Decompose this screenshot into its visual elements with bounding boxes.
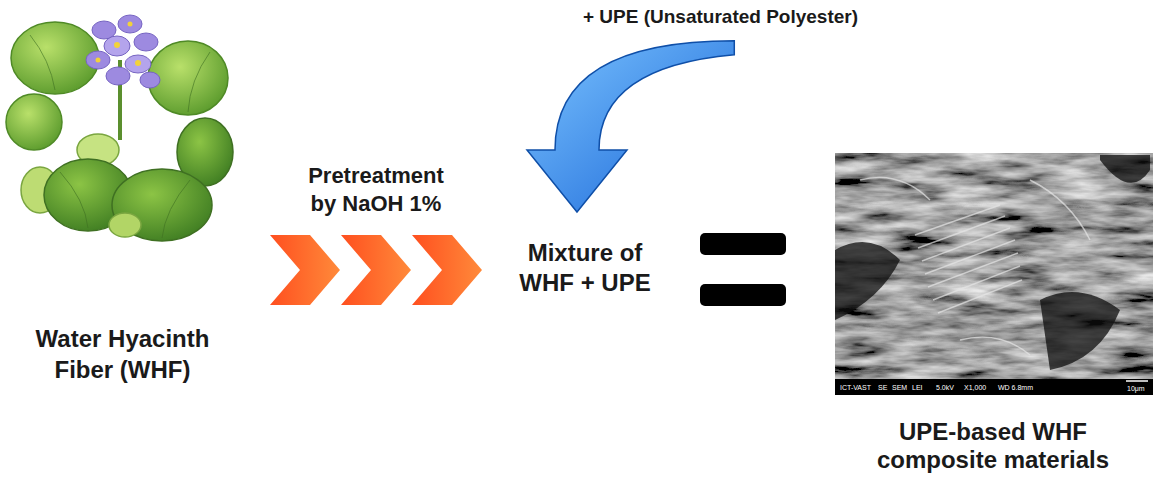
vein (188, 52, 210, 112)
node-title: Mixture of WHF + UPE (510, 238, 660, 298)
fibril (938, 280, 1022, 313)
leaf (6, 94, 62, 150)
flower-eye (135, 60, 141, 66)
sem-fibrils (860, 178, 1090, 356)
pretreatment-arrow (270, 235, 482, 305)
flower (86, 51, 110, 69)
sem-texture (835, 153, 1153, 379)
equals-bar (700, 284, 786, 306)
chevron (270, 235, 340, 305)
flower-eye (96, 58, 101, 63)
flower (104, 36, 130, 56)
chevron (412, 235, 482, 305)
fibril (918, 216, 1005, 248)
shadow (835, 242, 900, 320)
flower (125, 55, 151, 73)
fibril (1030, 180, 1090, 240)
bulb-petiole (109, 213, 141, 237)
micrograph-info-text: SEM (892, 383, 907, 392)
micrograph-info-text: X1,000 (964, 383, 986, 392)
scale-bar (1126, 380, 1148, 382)
shadow (1100, 155, 1150, 183)
micrograph-info-text: 10μm (1127, 384, 1145, 393)
sem-shadows (835, 155, 1150, 370)
fibril (933, 266, 1020, 300)
flower (106, 67, 130, 85)
node-title: UPE-based WHF composite materials (868, 418, 1118, 473)
micrograph-info-text: LEI (912, 383, 923, 392)
chevron (341, 235, 411, 305)
flower-eyes (96, 22, 142, 67)
micrograph-info-text: SE (878, 383, 887, 392)
leaf-veins (30, 35, 210, 238)
fibril (928, 253, 1018, 287)
micrograph-info-text: 5.0kV (936, 383, 954, 392)
fibril (960, 337, 1030, 355)
node-title: Water Hyacinth Fiber (WHF) (23, 323, 223, 385)
vein (60, 172, 88, 228)
vein (162, 180, 190, 238)
micrograph-info-text: WD 6.8mm (998, 383, 1033, 392)
input-label-node: + UPE (Unsaturated Polyester) (583, 6, 858, 29)
fibril (860, 178, 930, 201)
flower-eye (114, 42, 120, 48)
equals-sign (700, 233, 786, 306)
micrograph-info-text: ICT-VAST (840, 383, 871, 392)
sem-background (835, 153, 1153, 395)
water-hyacinth-plant (6, 15, 233, 241)
flower (118, 15, 142, 33)
curved-arrow (527, 41, 734, 212)
flower (140, 72, 160, 88)
vein (30, 35, 55, 90)
shadow (1040, 292, 1120, 370)
flower-eye (128, 22, 133, 27)
fibril (925, 240, 1015, 274)
flower (134, 33, 158, 51)
node-title: + UPE (Unsaturated Polyester) (583, 6, 858, 29)
fibril (915, 205, 1000, 235)
flower-cluster (86, 15, 160, 88)
composite-node: UPE-based WHF composite materials (832, 152, 1154, 473)
sem-micrograph (835, 153, 1153, 395)
plant-node: Water Hyacinth Fiber (WHF) (10, 5, 235, 385)
equals-bar (700, 233, 786, 255)
fibril (922, 228, 1010, 261)
arrow-label: Pretreatment by NaOH 1% (302, 162, 450, 217)
sem-info-bar (835, 379, 1153, 395)
addition-arrow (527, 41, 734, 212)
mixture-node: Mixture of WHF + UPE (510, 238, 660, 298)
